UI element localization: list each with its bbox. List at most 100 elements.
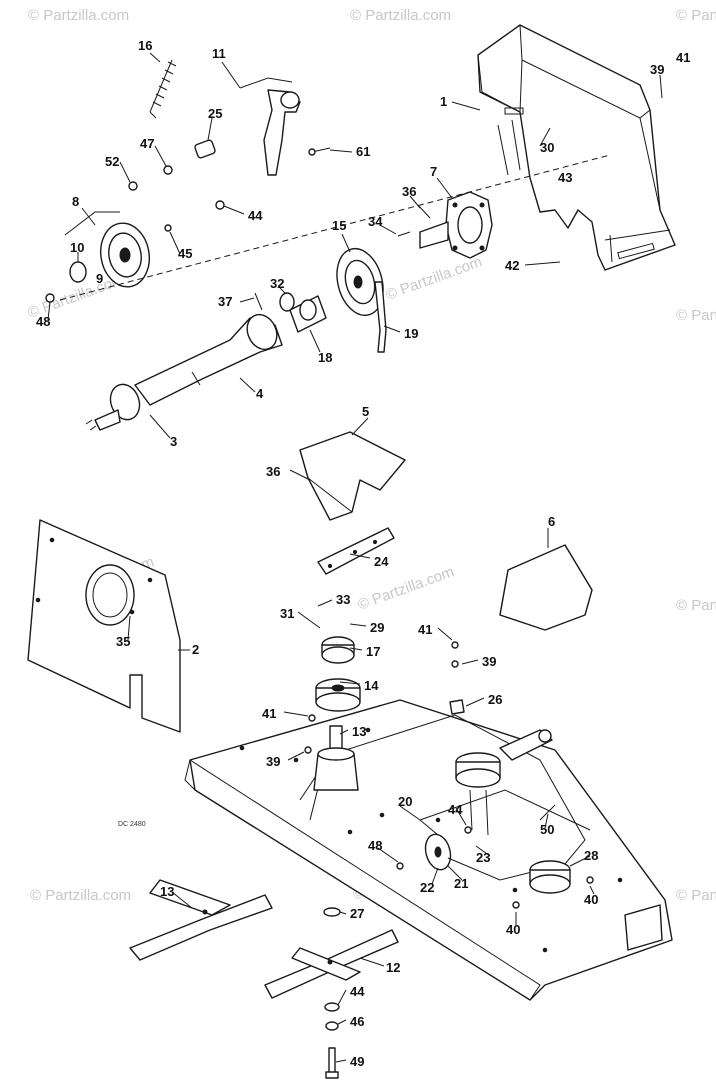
callout-15: 15 — [332, 218, 346, 233]
watermark-text: © Partzilla.com — [350, 7, 451, 24]
gearbox-flange — [419, 191, 493, 259]
callout-14: 14 — [364, 678, 379, 693]
callout-44: 44 — [350, 984, 365, 999]
bolt — [539, 804, 556, 821]
callout-13: 13 — [352, 724, 366, 739]
callout-19: 19 — [404, 326, 418, 341]
idler-arm — [499, 729, 553, 761]
washer — [304, 746, 312, 754]
callout-34: 34 — [368, 214, 383, 229]
watermark-text: © Partzilla.com — [676, 7, 716, 24]
bushing — [194, 139, 216, 159]
bracket — [449, 699, 465, 715]
callout-24: 24 — [374, 554, 389, 569]
drive-pulley — [336, 247, 384, 317]
callout-17: 17 — [366, 644, 380, 659]
callout-23: 23 — [476, 850, 490, 865]
leader-lines — [47, 52, 663, 1063]
watermark-text: © Partzilla.com — [30, 887, 131, 904]
rear-guard-plate — [27, 519, 181, 733]
watermark-text: © Partzilla.com — [28, 7, 129, 24]
callout-46: 46 — [350, 1014, 364, 1029]
carriage-bolt — [308, 147, 331, 156]
center-spindle-pulley — [315, 678, 361, 712]
callout-48: 48 — [36, 314, 50, 329]
callout-9: 9 — [96, 271, 103, 286]
blade-lower — [264, 929, 399, 999]
input-pulley — [45, 211, 172, 303]
callout-8: 8 — [72, 194, 79, 209]
gearbox-housing-cover — [477, 24, 676, 271]
washer — [324, 1002, 340, 1012]
nut — [586, 876, 594, 884]
spring — [149, 59, 177, 119]
callout-35: 35 — [116, 634, 130, 649]
callout-18: 18 — [318, 350, 332, 365]
diagram-code: DC 2480 — [118, 821, 146, 828]
watermark-text: © Partzilla.com — [356, 563, 457, 614]
callout-47: 47 — [140, 136, 154, 151]
callout-50: 50 — [540, 822, 554, 837]
callout-52: 52 — [105, 154, 119, 169]
callout-43: 43 — [558, 170, 572, 185]
callout-26: 26 — [488, 692, 502, 707]
callout-36: 36 — [266, 464, 280, 479]
callout-13: 13 — [160, 884, 174, 899]
callout-27: 27 — [350, 906, 364, 921]
callout-5: 5 — [362, 404, 369, 419]
callout-21: 21 — [454, 876, 468, 891]
washer — [128, 181, 138, 191]
callout-44: 44 — [448, 802, 463, 817]
callout-39: 39 — [482, 654, 496, 669]
lock-washer — [325, 1021, 339, 1031]
callout-3: 3 — [170, 434, 177, 449]
lock-nut — [163, 165, 173, 175]
rear-spindle-pulley — [529, 860, 571, 894]
bearing-housing — [289, 295, 327, 333]
callout-11: 11 — [212, 46, 226, 61]
callout-12: 12 — [386, 960, 400, 975]
callout-1: 1 — [440, 94, 447, 109]
belt-shield-top — [299, 431, 406, 521]
callout-61: 61 — [356, 144, 370, 159]
nut — [512, 901, 520, 909]
deck-bracket — [624, 904, 663, 951]
callout-7: 7 — [430, 164, 437, 179]
callout-30: 30 — [540, 140, 554, 155]
bolt — [308, 714, 316, 722]
callout-25: 25 — [208, 106, 222, 121]
spindle-hub — [321, 636, 355, 664]
shaft-centerline — [59, 154, 611, 301]
bearing — [279, 292, 295, 312]
roll-pin — [417, 204, 431, 219]
lever-bracket — [239, 77, 301, 176]
callout-44: 44 — [248, 208, 263, 223]
callout-40: 40 — [584, 892, 598, 907]
callout-41: 41 — [676, 50, 690, 65]
callout-32: 32 — [270, 276, 284, 291]
callout-42: 42 — [505, 258, 519, 273]
callout-29: 29 — [370, 620, 384, 635]
key — [397, 231, 411, 237]
callout-39: 39 — [650, 62, 664, 77]
callout-41: 41 — [418, 622, 432, 637]
blade-upper — [129, 879, 273, 961]
watermark-text: © Partzilla.com — [676, 597, 716, 614]
callout-2: 2 — [192, 642, 199, 657]
belt-guide — [374, 281, 387, 353]
washer — [464, 826, 472, 834]
callout-40: 40 — [506, 922, 520, 937]
callout-41: 41 — [262, 706, 276, 721]
callout-31: 31 — [280, 606, 294, 621]
callout-36: 36 — [402, 184, 416, 199]
grease-fitting — [254, 292, 263, 311]
blade-adapter — [323, 907, 341, 917]
callout-10: 10 — [70, 240, 84, 255]
callout-16: 16 — [138, 38, 152, 53]
callout-4: 4 — [256, 386, 264, 401]
watermark-text: © Partzilla.com — [384, 253, 485, 304]
washer — [451, 660, 459, 668]
callout-33: 33 — [336, 592, 350, 607]
nut — [396, 862, 404, 870]
callout-37: 37 — [218, 294, 232, 309]
